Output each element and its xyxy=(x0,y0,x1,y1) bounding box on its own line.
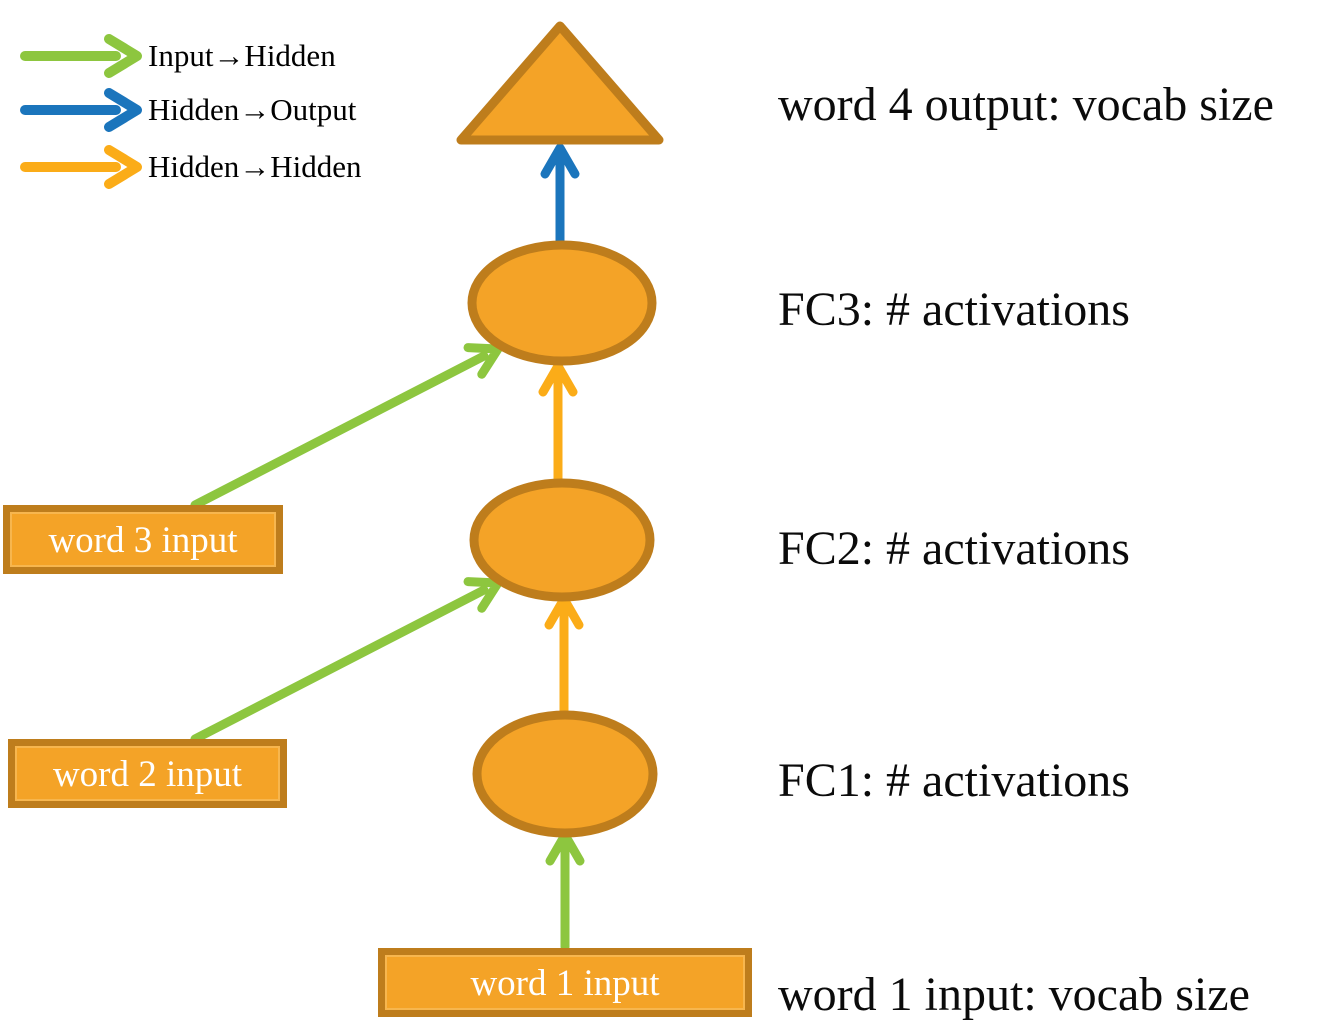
legend-label-input-hidden: Input→Hidden xyxy=(148,38,336,73)
fc3-node xyxy=(467,240,657,366)
output-triangle-node xyxy=(456,21,664,145)
fc2-layer-label: FC2: # activations xyxy=(778,522,1130,575)
arrow-word3-to-fc3 xyxy=(190,343,503,510)
output-layer-label: word 4 output: vocab size xyxy=(778,78,1274,131)
legend-label-hidden-hidden: Hidden→Hidden xyxy=(148,149,362,184)
word2-input-box: word 2 input xyxy=(8,739,287,808)
arrow-word1-to-fc1 xyxy=(545,830,585,952)
arrow-fc1-to-fc2 xyxy=(544,594,584,719)
legend-input-hidden-arrow-icon xyxy=(20,34,142,78)
fc1-node xyxy=(472,710,658,838)
fc3-layer-label: FC3: # activations xyxy=(778,283,1130,336)
input-size-label: word 1 input: vocab size xyxy=(778,968,1250,1021)
word3-input-box-label: word 3 input xyxy=(48,520,238,561)
word2-input-box-label: word 2 input xyxy=(52,754,243,795)
arrow-fc3-to-output xyxy=(540,143,580,252)
arrow-fc2-to-fc3 xyxy=(538,361,578,487)
word1-input-box: word 1 input xyxy=(378,948,752,1017)
legend-hidden-hidden-arrow-icon xyxy=(20,145,142,189)
arrow-word2-to-fc2 xyxy=(190,577,503,744)
fc1-layer-label: FC1: # activations xyxy=(778,754,1130,807)
word3-input-box: word 3 input xyxy=(3,505,283,574)
legend-hidden-output-arrow-icon xyxy=(20,88,142,132)
legend-label-hidden-output: Hidden→Output xyxy=(148,92,357,127)
fc2-node xyxy=(469,478,655,602)
word1-input-box-label: word 1 input xyxy=(470,963,660,1004)
